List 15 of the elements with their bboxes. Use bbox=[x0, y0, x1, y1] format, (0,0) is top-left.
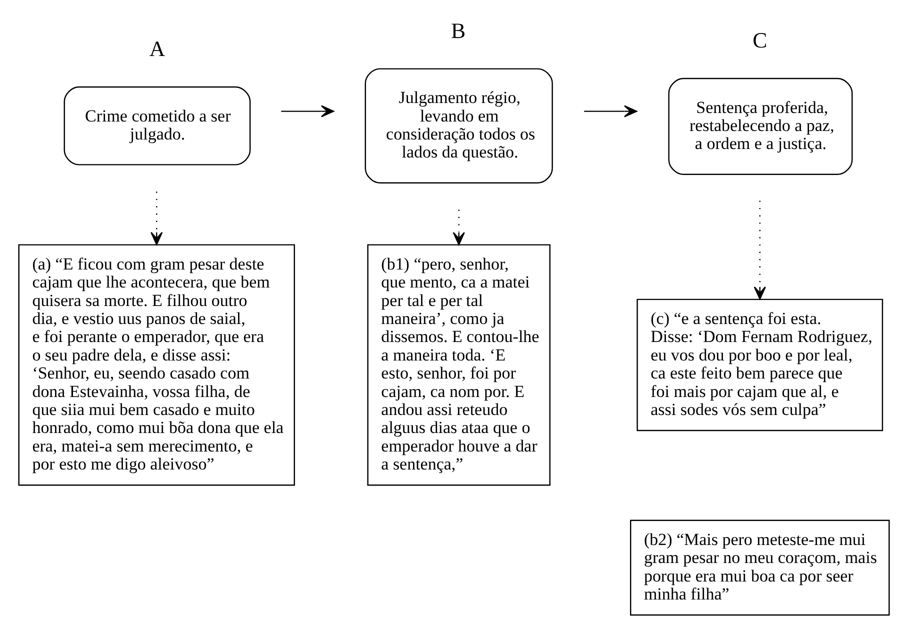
node-box: Crime cometido a ser julgado. bbox=[64, 86, 251, 166]
node-box: (b1) “pero, senhor, que mento, ca a matei per tal e per tal maneira’, como ja dissemos. E contou-lhe a maneira toda. ‘E esto, senhor, foi por cajam, ca nom por. E andou assi reteudo alguus dias ataa que o emperador houve a dar a sentença,” bbox=[367, 244, 550, 486]
arrow bbox=[281, 105, 334, 118]
arrow bbox=[150, 192, 163, 246]
arrow bbox=[754, 200, 766, 300]
arrow bbox=[584, 105, 638, 118]
arrow bbox=[452, 210, 465, 246]
node-label: B bbox=[450, 18, 466, 43]
node-label: A bbox=[149, 36, 166, 61]
node-box: (a) “E ficou com gram pesar deste cajam que lhe acontecera, que bem quisera sa morte. E filhou outro dia, e vestio uus panos de saial, e foi perante o emperador, que era o seu padre dela, e disse assi: ‘Senhor, eu, seendo casado com dona Estevainha, vossa filha, de que siia mui bem casado e muito honrado, como mui bõa dona que ela era, matei-a sem merecimento, e por esto me digo aleivoso” bbox=[18, 244, 295, 486]
node-label: C bbox=[752, 28, 768, 52]
node-box: (b2) “Mais pero meteste-me mui gram pesar no meu coraçom, mais porque era mui boa ca por seer minha filha” bbox=[630, 520, 890, 616]
node-box: Sentença proferida, restabelecendo a paz, a ordem e a justiça. bbox=[668, 78, 853, 176]
node-box: (c) “e a sentença foi esta. Disse: ‘Dom Fernam Rodriguez, eu vos dou por boo e por leal, ca este feito bem parece que foi mais por cajam que al, e assi sodes vós sem culpa” bbox=[636, 298, 884, 432]
node-box: Julgamento régio, levando em consideração todos os lados da questão. bbox=[364, 68, 553, 184]
